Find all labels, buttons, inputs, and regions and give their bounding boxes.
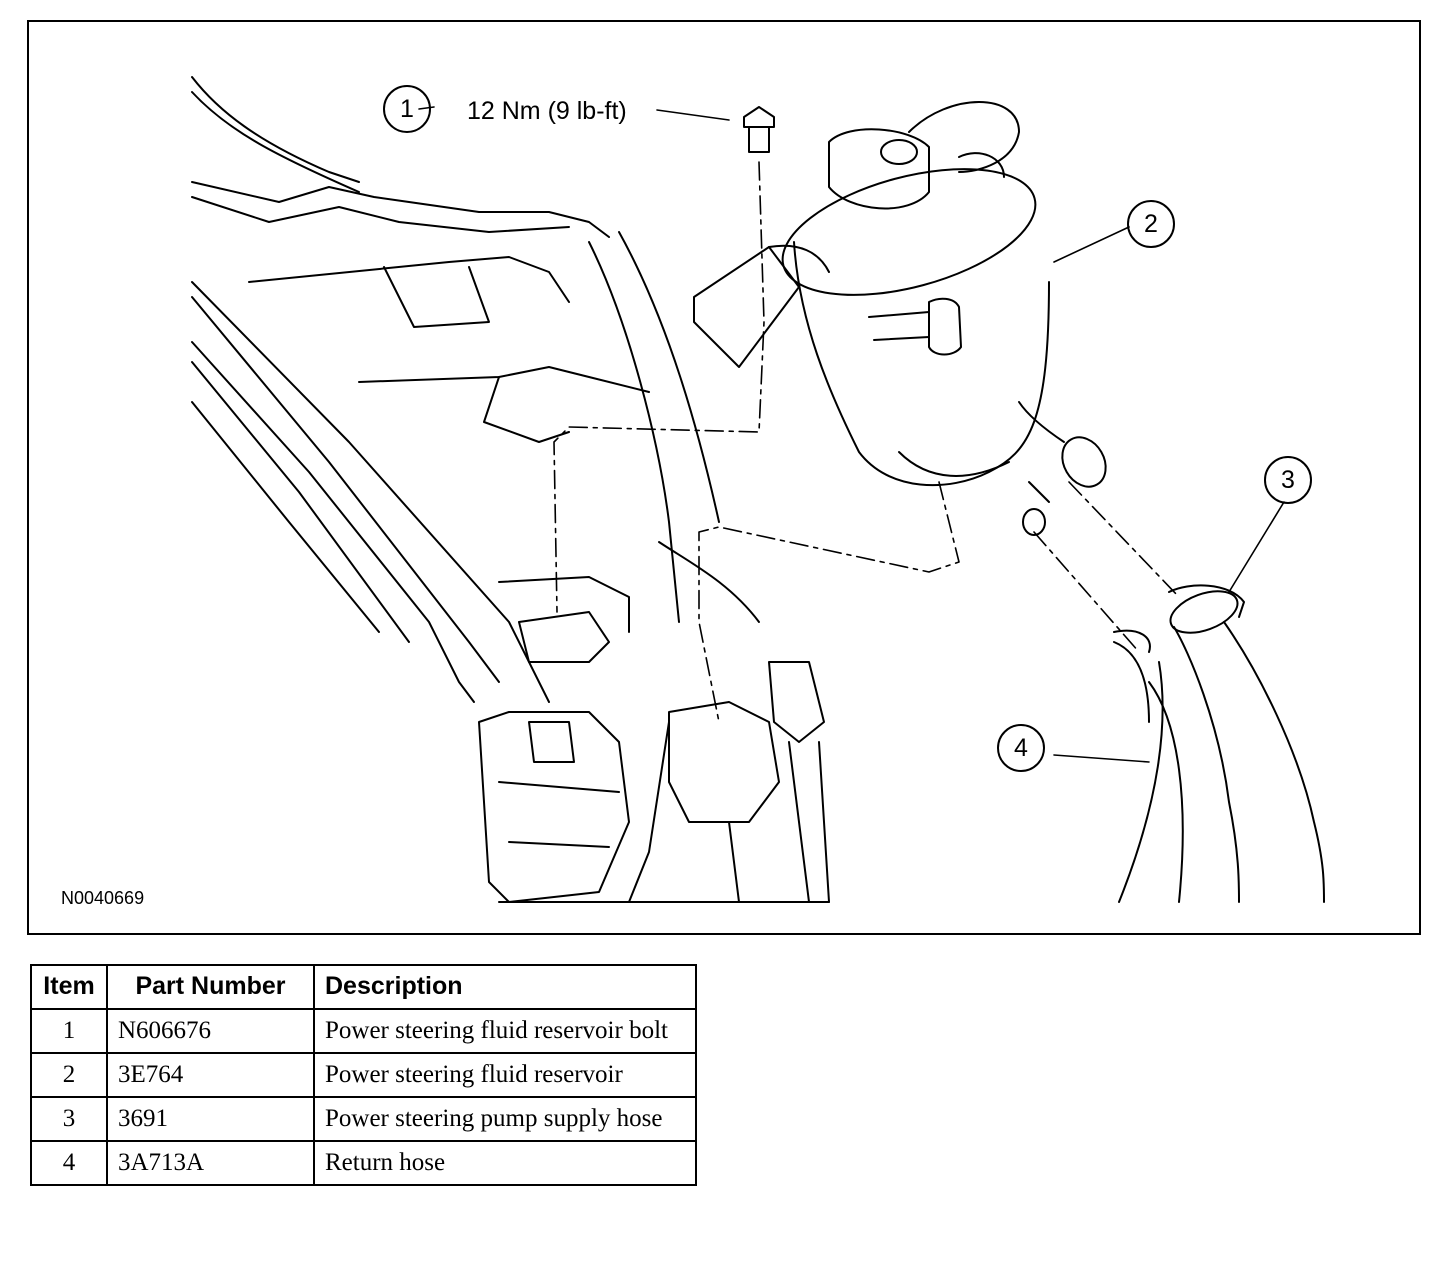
table-row: 1 N606676 Power steering fluid reservoir…	[30, 1008, 697, 1054]
callout-3-circle	[1264, 456, 1312, 504]
row-description: Power steering fluid reservoir bolt	[313, 1008, 697, 1054]
diagram-frame: 1 2 3 4 12 Nm (9 lb-ft) N0040669	[27, 20, 1421, 935]
row-item: 1	[30, 1008, 108, 1054]
callout-4-circle	[997, 724, 1045, 772]
callout-1-circle	[383, 85, 431, 133]
row-part-number: N606676	[106, 1008, 315, 1054]
torque-spec-label: 12 Nm (9 lb-ft)	[467, 97, 627, 125]
bolt-drawing	[743, 106, 775, 153]
row-item: 4	[30, 1140, 108, 1186]
row-description: Return hose	[313, 1140, 697, 1186]
reservoir-drawing	[693, 101, 1107, 536]
callout-2-circle	[1127, 200, 1175, 248]
header-item: Item	[30, 964, 108, 1010]
parts-table: Item Part Number Description 1 N606676 P…	[30, 964, 697, 1186]
row-part-number: 3A713A	[106, 1140, 315, 1186]
row-description: Power steering fluid reservoir	[313, 1052, 697, 1098]
callout-4-label: 4	[1014, 734, 1028, 762]
callout-leaders	[418, 106, 1285, 763]
figure-id-label: N0040669	[61, 888, 145, 908]
radiator-shroud-drawing	[191, 76, 830, 903]
hoses-drawing	[1113, 584, 1325, 903]
callout-1-label: 1	[400, 95, 414, 123]
row-part-number: 3691	[106, 1096, 315, 1142]
callout-3-label: 3	[1281, 466, 1295, 494]
table-row: 4 3A713A Return hose	[30, 1140, 697, 1186]
assembly-dash-lines	[553, 161, 1180, 723]
row-item: 3	[30, 1096, 108, 1142]
row-item: 2	[30, 1052, 108, 1098]
diagram-illustration: 1 2 3 4 12 Nm (9 lb-ft)	[191, 76, 1325, 903]
header-description: Description	[313, 964, 697, 1010]
table-row: 3 3691 Power steering pump supply hose	[30, 1096, 697, 1142]
table-row: 2 3E764 Power steering fluid reservoir	[30, 1052, 697, 1098]
header-part-number: Part Number	[106, 964, 315, 1010]
table-header-row: Item Part Number Description	[30, 964, 697, 1010]
callout-2-label: 2	[1144, 210, 1158, 238]
row-description: Power steering pump supply hose	[313, 1096, 697, 1142]
row-part-number: 3E764	[106, 1052, 315, 1098]
